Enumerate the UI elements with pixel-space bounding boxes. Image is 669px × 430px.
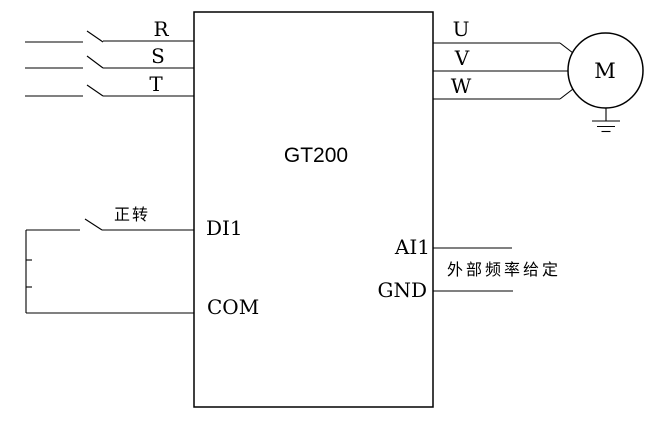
di1-com-loop: 正转 <box>25 205 194 314</box>
earth-ground-icon <box>592 108 620 133</box>
motor-output-v: V <box>433 46 568 72</box>
motor-output-w: W <box>433 74 574 100</box>
phase-label-r: R <box>153 17 169 41</box>
analog-reference: 外部频率给定 <box>433 247 561 292</box>
output-label-w: W <box>451 74 472 98</box>
switch-blade-t-icon <box>86 84 104 97</box>
output-label-v: V <box>454 46 470 70</box>
inverter-box <box>193 11 434 408</box>
terminal-label-di1: DI1 <box>206 216 243 240</box>
wire-u-bend <box>559 42 574 54</box>
forward-switch-blade-icon <box>84 218 103 231</box>
wire-w-bend <box>559 88 574 100</box>
phase-label-s: S <box>151 44 165 68</box>
inverter-model-label: GT200 <box>284 144 348 167</box>
output-label-u: U <box>453 17 470 41</box>
terminal-label-gnd: GND <box>377 278 427 302</box>
phase-label-t: T <box>149 72 163 96</box>
motor: M <box>567 32 644 133</box>
motor-output-u: U <box>433 17 574 54</box>
terminal-label-ai1: AI1 <box>394 235 430 259</box>
switch-blade-s-icon <box>86 55 104 69</box>
motor-label: M <box>594 59 616 83</box>
external-frequency-label: 外部频率给定 <box>447 260 561 279</box>
phase-input-r: R <box>25 17 194 43</box>
terminal-label-com: COM <box>207 295 259 319</box>
phase-input-s: S <box>25 44 194 69</box>
phase-input-t: T <box>25 72 194 97</box>
forward-run-label: 正转 <box>114 205 150 224</box>
switch-blade-r-icon <box>86 30 104 43</box>
